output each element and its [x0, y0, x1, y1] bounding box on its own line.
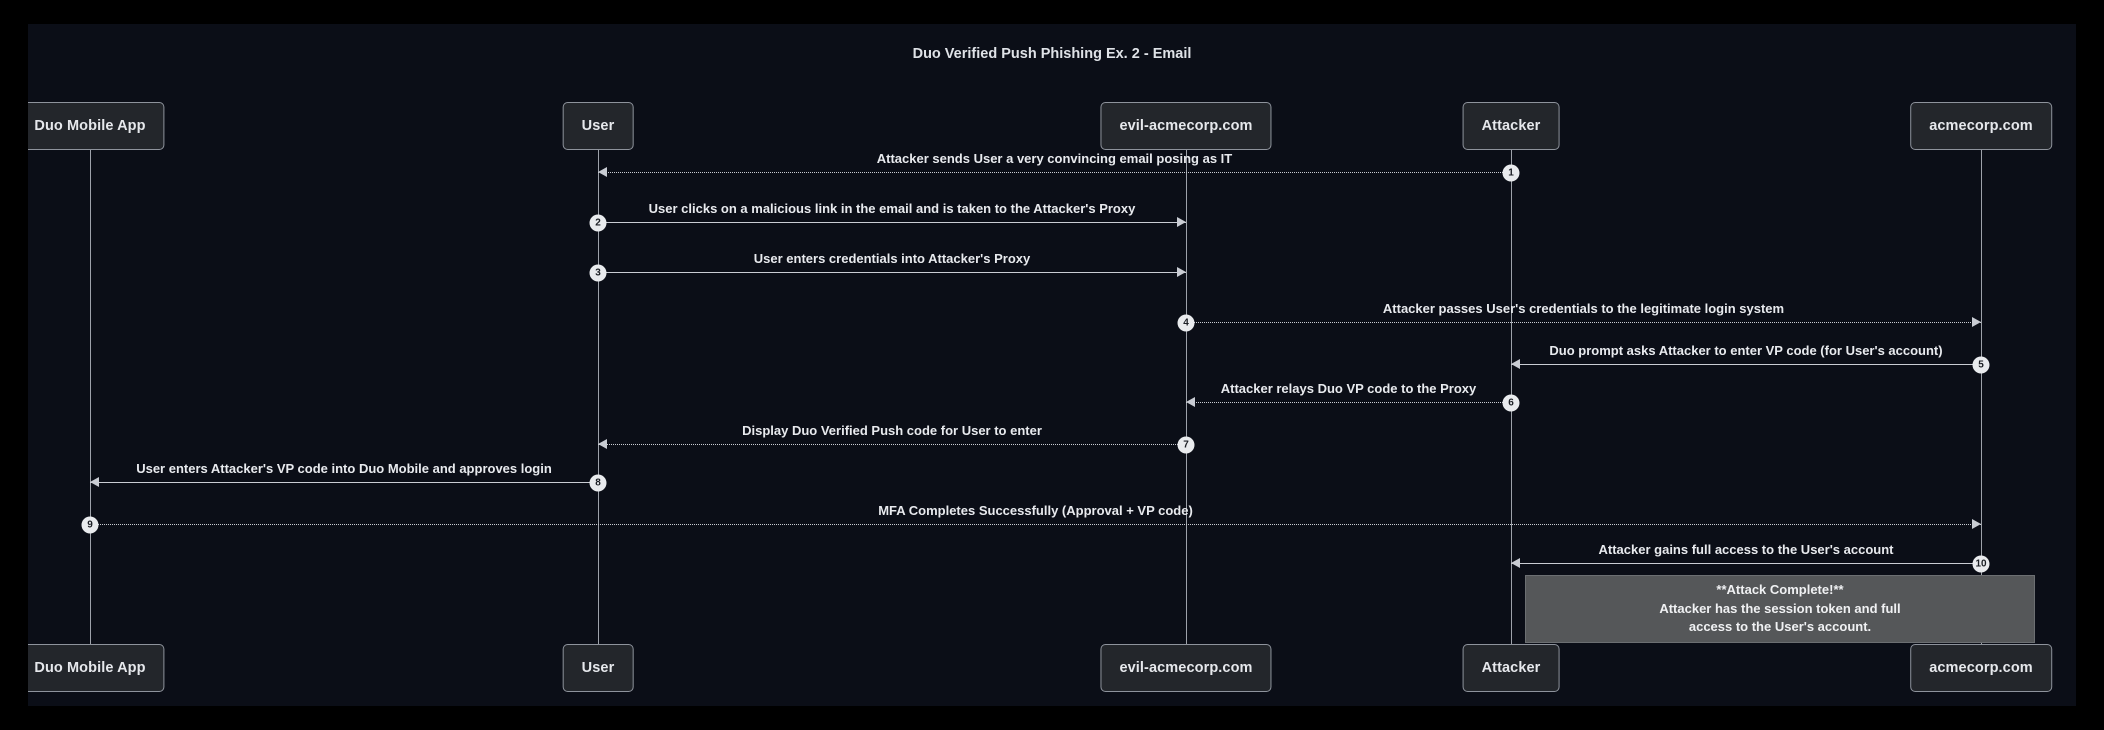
sequence-number-5: 5 [1972, 356, 1990, 374]
sequence-number-1: 1 [1502, 164, 1520, 182]
message-line-8 [90, 482, 598, 483]
note-line: **Attack Complete!** [1716, 581, 1844, 597]
message-label-8: User enters Attacker's VP code into Duo … [136, 461, 552, 476]
message-line-5 [1511, 364, 1981, 365]
message-label-3: User enters credentials into Attacker's … [753, 251, 1031, 266]
sequence-number-2: 2 [589, 214, 607, 232]
message-line-2 [598, 222, 1186, 223]
message-line-1 [598, 172, 1511, 173]
message-label-5: Duo prompt asks Attacker to enter VP cod… [1549, 343, 1943, 358]
participant-evil-top[interactable]: evil-acmecorp.com [1100, 102, 1272, 150]
participant-acme-top[interactable]: acmecorp.com [1910, 102, 2052, 150]
lifeline-duo [90, 134, 91, 654]
message-line-6 [1186, 402, 1511, 403]
participant-label: evil-acmecorp.com [1119, 660, 1253, 676]
lifeline-evil [1186, 134, 1187, 654]
diagram-title: Duo Verified Push Phishing Ex. 2 - Email [912, 46, 1192, 62]
arrowhead-2 [1177, 217, 1186, 227]
participant-label: acmecorp.com [1929, 660, 2033, 676]
sequence-number-9: 9 [81, 516, 99, 534]
message-label-4: Attacker passes User's credentials to th… [1382, 301, 1785, 316]
arrowhead-5 [1511, 359, 1520, 369]
lifeline-attacker [1511, 134, 1512, 654]
lifeline-acme [1981, 134, 1982, 654]
message-line-3 [598, 272, 1186, 273]
participant-label: User [581, 118, 615, 134]
message-label-7: Display Duo Verified Push code for User … [742, 423, 1042, 438]
message-label-2: User clicks on a malicious link in the e… [648, 201, 1136, 216]
arrowhead-9 [1972, 519, 1981, 529]
arrowhead-7 [598, 439, 607, 449]
arrowhead-1 [598, 167, 607, 177]
message-line-4 [1186, 322, 1981, 323]
message-line-7 [598, 444, 1186, 445]
note-line: Attacker has the session token and full [1659, 600, 1901, 616]
participant-label: User [581, 660, 615, 676]
message-label-10: Attacker gains full access to the User's… [1598, 542, 1894, 557]
arrowhead-10 [1511, 558, 1520, 568]
participant-duo-top[interactable]: Duo Mobile App [28, 102, 165, 150]
participant-label: acmecorp.com [1929, 118, 2033, 134]
arrowhead-6 [1186, 397, 1195, 407]
participant-label: Attacker [1481, 118, 1541, 134]
participant-label: Attacker [1481, 660, 1541, 676]
participant-duo-bottom[interactable]: Duo Mobile App [28, 644, 165, 692]
arrowhead-3 [1177, 267, 1186, 277]
participant-evil-bottom[interactable]: evil-acmecorp.com [1100, 644, 1272, 692]
arrowhead-4 [1972, 317, 1981, 327]
participant-user-bottom[interactable]: User [562, 644, 634, 692]
participant-attacker-top[interactable]: Attacker [1462, 102, 1560, 150]
participant-user-top[interactable]: User [562, 102, 634, 150]
sequence-number-10: 10 [1972, 555, 1990, 573]
sequence-diagram-canvas: Duo Verified Push Phishing Ex. 2 - Email… [28, 24, 2076, 706]
participant-label: Duo Mobile App [34, 118, 146, 134]
note-line: access to the User's account. [1688, 619, 1872, 635]
note-attack-complete: **Attack Complete!** Attacker has the ses… [1525, 575, 2035, 643]
participant-attacker-bottom[interactable]: Attacker [1462, 644, 1560, 692]
message-line-9 [90, 524, 1981, 525]
message-line-10 [1511, 563, 1981, 564]
sequence-number-3: 3 [589, 264, 607, 282]
arrowhead-8 [90, 477, 99, 487]
participant-acme-bottom[interactable]: acmecorp.com [1910, 644, 2052, 692]
participant-label: evil-acmecorp.com [1119, 118, 1253, 134]
sequence-number-4: 4 [1177, 314, 1195, 332]
message-label-1: Attacker sends User a very convincing em… [876, 151, 1233, 166]
sequence-number-8: 8 [589, 474, 607, 492]
message-label-6: Attacker relays Duo VP code to the Proxy [1220, 381, 1477, 396]
message-label-9: MFA Completes Successfully (Approval + V… [878, 503, 1193, 518]
lifeline-user [598, 134, 599, 654]
sequence-number-7: 7 [1177, 436, 1195, 454]
sequence-number-6: 6 [1502, 394, 1520, 412]
participant-label: Duo Mobile App [34, 660, 146, 676]
